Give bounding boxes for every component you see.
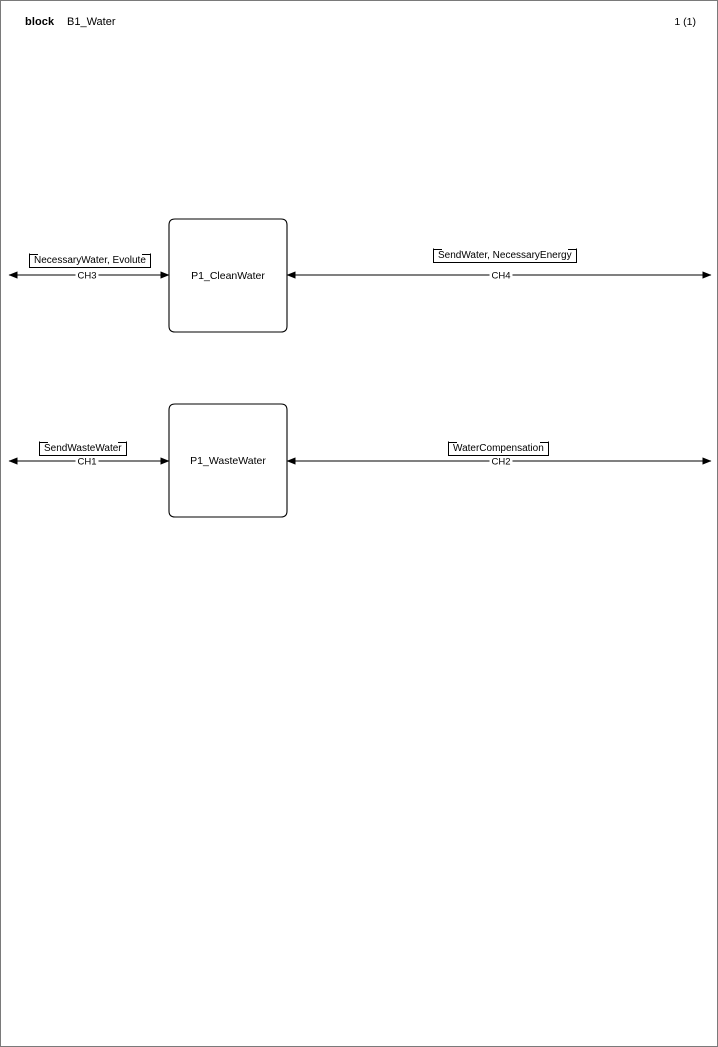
process-block-p1-wastewater[interactable] bbox=[168, 403, 288, 518]
channel-signal-box-ch4[interactable]: SendWater, NecessaryEnergy bbox=[433, 248, 577, 263]
page-number-indicator: 1 (1) bbox=[674, 16, 696, 28]
process-block-p1-cleanwater[interactable] bbox=[168, 218, 288, 333]
channel-signal-text-ch3: NecessaryWater, Evolute bbox=[34, 255, 146, 266]
page-header: block B1_Water 1 (1) bbox=[1, 1, 717, 47]
channel-name-ch4: CH4 bbox=[489, 270, 513, 282]
channel-signal-text-ch4: SendWater, NecessaryEnergy bbox=[438, 250, 572, 261]
process-block-shape bbox=[168, 218, 288, 333]
channel-signal-text-ch1: SendWasteWater bbox=[44, 443, 122, 454]
channel-signal-text-ch2: WaterCompensation bbox=[453, 443, 544, 454]
process-block-shape bbox=[168, 403, 288, 518]
channel-signal-box-ch1[interactable]: SendWasteWater bbox=[39, 441, 127, 456]
channel-name-ch3: CH3 bbox=[75, 270, 99, 282]
header-diagram-kind: block bbox=[25, 16, 55, 28]
channel-signal-box-ch3[interactable]: NecessaryWater, Evolute bbox=[29, 253, 151, 268]
channel-name-ch2: CH2 bbox=[489, 456, 513, 468]
channel-name-ch1: CH1 bbox=[75, 456, 99, 468]
channel-signal-box-ch2[interactable]: WaterCompensation bbox=[448, 441, 549, 456]
page-title: B1_Water bbox=[67, 16, 116, 28]
